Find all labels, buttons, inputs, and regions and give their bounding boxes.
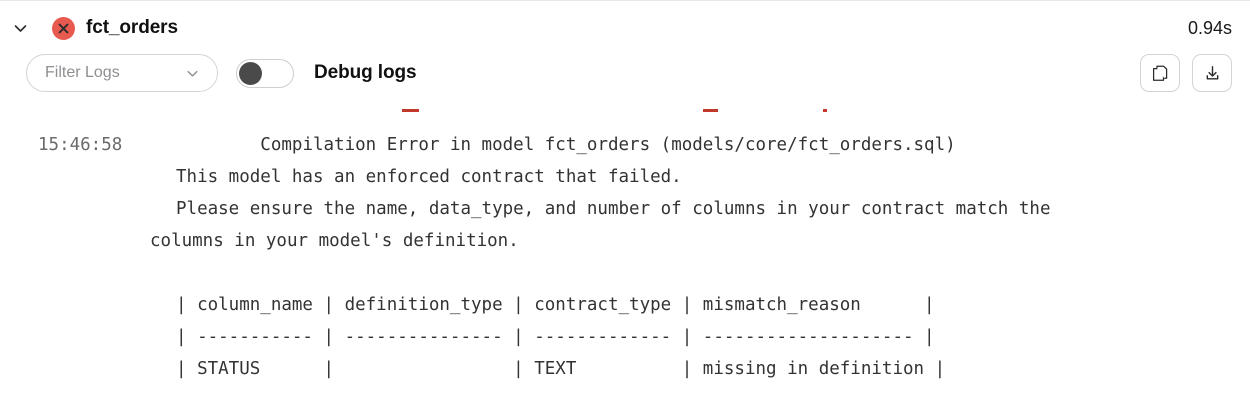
filter-logs-select[interactable]: Filter Logs [26,54,218,92]
log-entry-line: 15:46:58 Compilation Error in model fct_o… [38,129,956,161]
clipped-fragment [703,109,718,112]
run-duration: 0.94s [1187,17,1232,38]
log-message: Compilation Error in model fct_orders (m… [260,135,956,155]
log-entry-line: columns in your model's definition. [150,231,519,251]
copy-icon [1151,64,1170,83]
chevron-down-icon[interactable] [6,14,34,42]
chevron-down-icon [185,66,200,81]
debug-logs-toggle[interactable] [236,58,294,88]
log-table-row: | column_name | definition_type | contra… [176,295,935,315]
filter-logs-placeholder: Filter Logs [45,64,120,81]
log-output[interactable]: 15:46:58 Compilation Error in model fct_o… [0,100,1250,404]
node-header: fct_orders 0.94s [0,9,1250,47]
copy-logs-button[interactable] [1140,54,1180,92]
clipped-fragment [823,109,827,112]
log-table-row: | ----------- | --------------- | ------… [176,327,935,347]
clipped-fragment [402,109,419,112]
download-logs-button[interactable] [1192,54,1232,92]
log-timestamp: 15:46:58 [38,135,123,155]
clipped-log-line [0,100,1250,114]
log-table-row: | STATUS | | TEXT | missing in definitio… [176,359,946,379]
page-title: fct_orders [86,17,178,38]
log-entry-line: Please ensure the name, data_type, and n… [176,199,1051,219]
log-toolbar: Filter Logs Debug logs [0,52,1250,94]
error-circle-x-icon [52,16,75,40]
download-icon [1203,64,1222,83]
toggle-knob [239,61,262,85]
log-entry-line: This model has an enforced contract that… [176,167,682,187]
top-divider [0,0,1250,1]
debug-logs-label: Debug logs [314,62,417,83]
